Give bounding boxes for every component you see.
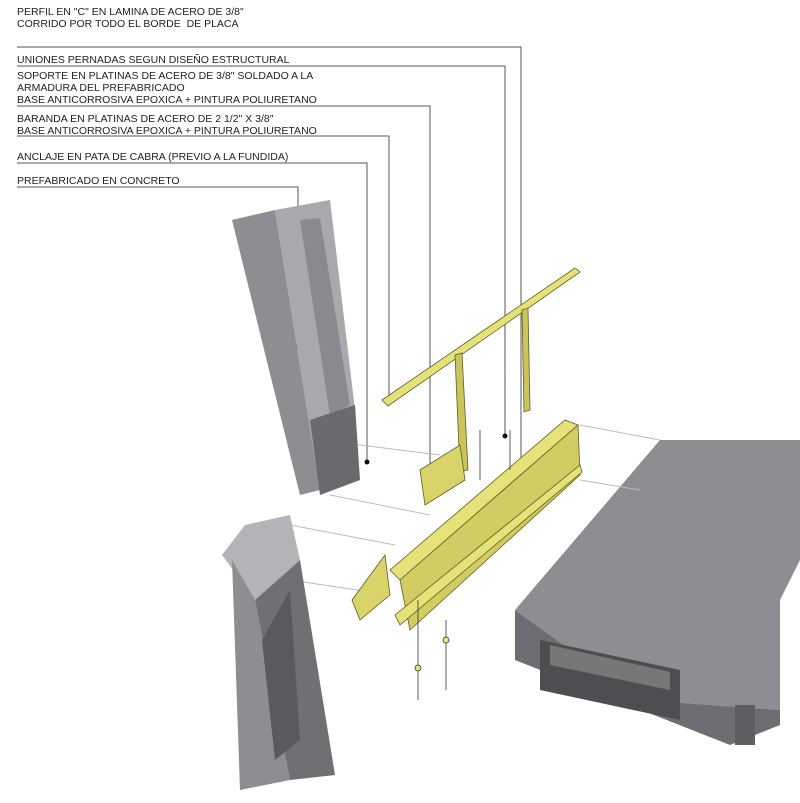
leader-anclaje bbox=[17, 162, 368, 462]
leader-lines bbox=[17, 46, 522, 505]
label-prefabricado: PREFABRICADO EN CONCRETO bbox=[17, 175, 180, 187]
phantom-outlines bbox=[289, 424, 661, 596]
lower-precast-post bbox=[222, 515, 335, 790]
concrete-slab bbox=[515, 440, 800, 745]
steel-c-channel bbox=[389, 419, 583, 631]
label-anclaje: ANCLAJE EN PATA DE CABRA (PREVIO A LA FU… bbox=[17, 151, 289, 163]
label-soporte: SOPORTE EN PLATINAS DE ACERO DE 3/8" SOL… bbox=[17, 70, 317, 106]
leader-baranda bbox=[17, 135, 390, 398]
label-perfil-c: PERFIL EN "C" EN LAMINA DE ACERO DE 3/8"… bbox=[17, 6, 244, 30]
label-uniones-pernadas: UNIONES PERNADAS SEGUN DISEÑO ESTRUCTURA… bbox=[17, 54, 290, 66]
steel-supports bbox=[351, 444, 466, 621]
bolts bbox=[414, 430, 511, 700]
upper-precast-post bbox=[232, 200, 360, 495]
leader-perfil-c bbox=[17, 46, 522, 505]
leader-uniones bbox=[17, 65, 506, 436]
leader-soporte bbox=[17, 105, 431, 468]
steel-railing bbox=[381, 267, 581, 473]
label-baranda: BARANDA EN PLATINAS DE ACERO DE 2 1/2" X… bbox=[17, 113, 317, 137]
